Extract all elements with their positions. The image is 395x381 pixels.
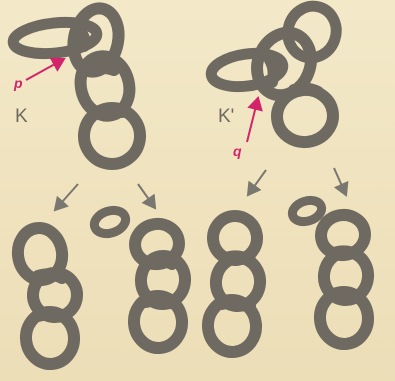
knot-k: [12, 4, 145, 168]
knot-k-prime-label: K': [218, 106, 234, 127]
result-chain-1: [15, 225, 80, 366]
free-link-k: [91, 207, 128, 238]
result-chain-2: [131, 220, 187, 350]
knot-k-label: K: [15, 106, 28, 127]
free-link-k-prime: [290, 197, 325, 225]
point-q-label: q: [233, 143, 242, 159]
arrow-kp-left: [248, 170, 266, 195]
arrow-kp-right: [334, 168, 346, 195]
result-chain-4: [317, 212, 371, 346]
link-small: [91, 207, 128, 238]
pointer-p: p: [13, 59, 64, 91]
link-small: [290, 197, 325, 225]
pointer-q: q: [233, 98, 258, 159]
link-lower: [274, 86, 337, 145]
arrow-k-right: [138, 184, 155, 208]
point-p-label: p: [13, 75, 23, 91]
arrow-k-left: [55, 184, 78, 210]
result-chain-3: [205, 213, 263, 354]
